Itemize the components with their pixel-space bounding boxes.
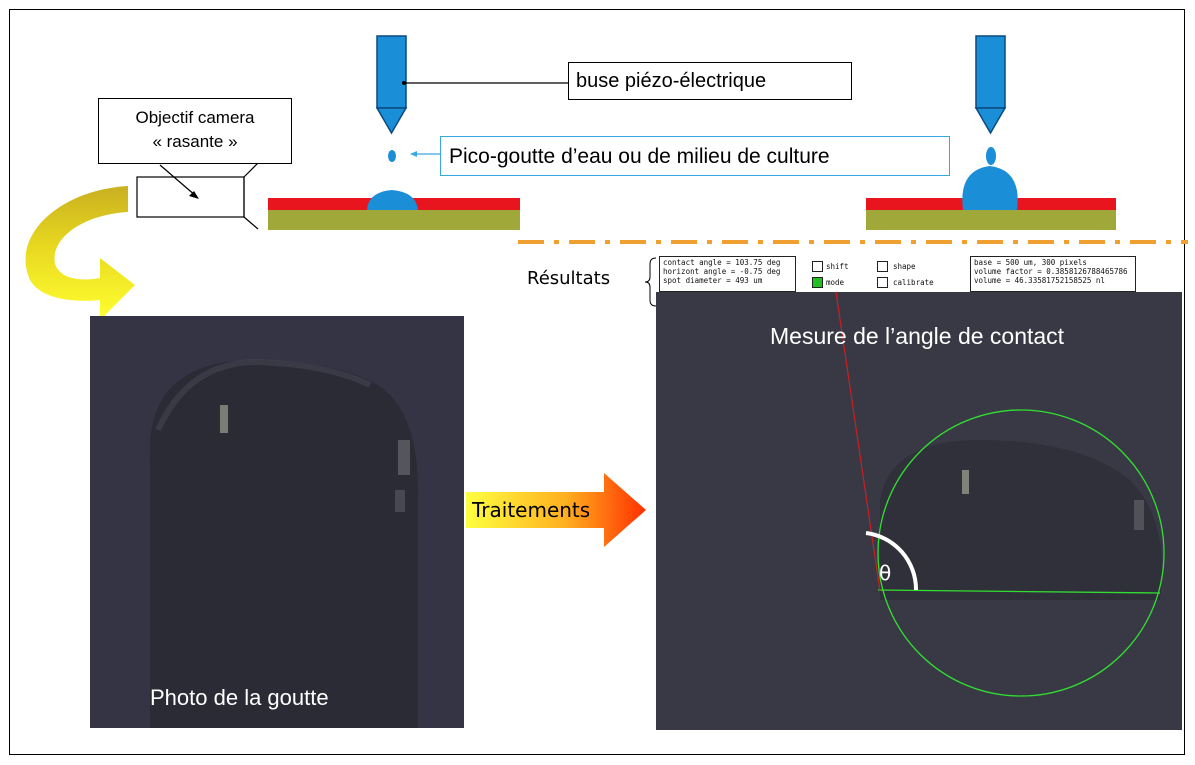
left-falling-droplet — [388, 150, 396, 162]
results-label: Résultats — [527, 268, 611, 289]
drop-photo — [90, 316, 464, 728]
measurement-photo — [656, 291, 1182, 730]
camera-label: Objectif camera « rasante » — [135, 108, 255, 151]
curved-arrow — [25, 186, 135, 320]
fit-circle — [877, 409, 1165, 697]
measurement-caption: Mesure de l’angle de contact — [770, 323, 1065, 349]
results-brace — [644, 257, 657, 307]
results-panel-calibration: base = 500 um, 300 pixels volume factor … — [970, 256, 1136, 292]
left-nozzle — [375, 35, 408, 135]
processing-arrow — [466, 473, 646, 547]
nozzle-label-box: buse piézo-électrique — [568, 62, 852, 100]
tangent-line — [835, 291, 881, 592]
photo-caption: Photo de la goutte — [150, 685, 329, 710]
mode-checkbox-label: mode — [826, 278, 845, 287]
mode-checkbox[interactable] — [812, 277, 823, 288]
right-substrate — [866, 147, 1116, 230]
angle-arc — [865, 531, 919, 591]
shape-checkbox[interactable] — [877, 261, 888, 272]
nozzle-label: buse piézo-électrique — [576, 70, 767, 92]
droplet-label: Pico-goutte d’eau ou de milieu de cultur… — [449, 145, 830, 168]
calibration-line: volume factor = 0.3858126788465786 — [974, 267, 1128, 276]
right-nozzle — [974, 35, 1007, 135]
droplet-label-box: Pico-goutte d’eau ou de milieu de cultur… — [440, 136, 950, 176]
theta-symbol: θ — [879, 561, 892, 585]
shift-checkbox[interactable] — [812, 261, 823, 272]
calibration-line: base = 500 um, 300 pixels — [974, 258, 1087, 267]
left-substrate — [268, 190, 520, 230]
results-panel-measurements: contact angle = 103.75 deg horizont angl… — [659, 256, 796, 292]
measurement-line: spot diameter = 493 um — [663, 276, 763, 285]
camera-objective — [136, 162, 259, 230]
calibration-line: volume = 46.33581752158525 nl — [974, 276, 1105, 285]
shape-checkbox-label: shape — [893, 262, 916, 271]
baseline — [877, 589, 1161, 594]
measurement-line: horizont angle = -0.75 deg — [663, 267, 781, 276]
processing-label: Traitements — [472, 498, 591, 522]
calibrate-checkbox[interactable] — [877, 277, 888, 288]
camera-label-box: Objectif camera « rasante » — [98, 98, 292, 164]
calibrate-checkbox-label: calibrate — [893, 278, 934, 287]
shift-checkbox-label: shift — [826, 262, 849, 271]
camera-label-pointer — [159, 164, 197, 197]
measurement-line: contact angle = 103.75 deg — [663, 258, 781, 267]
